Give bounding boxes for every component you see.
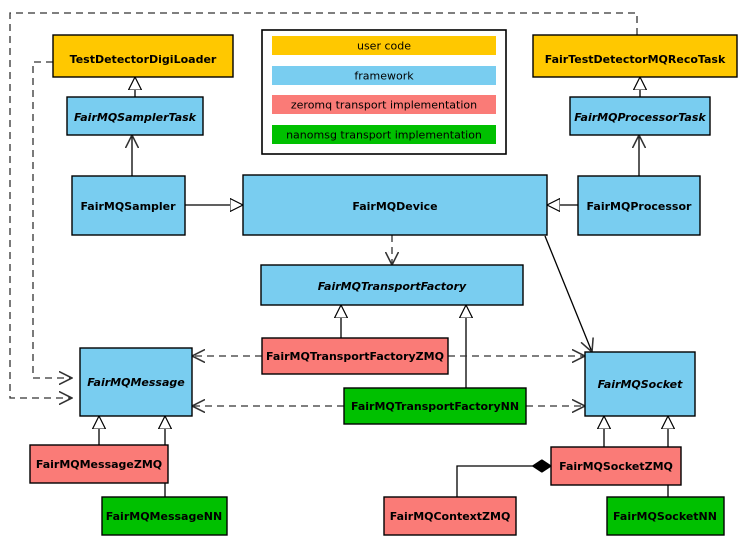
edge-digiloader-to-message (32, 61, 72, 378)
node-testdetectordigiloader[interactable]: TestDetectorDigiLoader (52, 34, 234, 78)
node-label: FairMQSampler (80, 200, 176, 213)
node-fairmqsocketnn[interactable]: FairMQSocketNN (606, 496, 725, 536)
node-fairmqsocketzmq[interactable]: FairMQSocketZMQ (550, 446, 682, 486)
node-fairmqprocessortask[interactable]: FairMQProcessorTask (569, 96, 711, 136)
node-label: FairTestDetectorMQRecoTask (545, 53, 726, 66)
node-label: FairMQDevice (352, 200, 437, 213)
node-fairmqdevice[interactable]: FairMQDevice (242, 174, 548, 236)
node-fairmqprocessor[interactable]: FairMQProcessor (577, 175, 701, 236)
node-label: FairMQSocketNN (613, 510, 717, 523)
node-layer: TestDetectorDigiLoader FairTestDetectorM… (29, 34, 738, 536)
legend-item-label: zeromq transport implementation (291, 99, 477, 112)
node-label: FairMQContextZMQ (390, 510, 511, 523)
node-label: FairMQProcessorTask (574, 111, 706, 124)
legend-item-framework: framework (272, 66, 496, 85)
node-fairmqcontextzmq[interactable]: FairMQContextZMQ (383, 496, 517, 536)
node-fairmqmessagezmq[interactable]: FairMQMessageZMQ (29, 444, 169, 484)
node-label: FairMQSamplerTask (74, 111, 197, 124)
node-fairmqtransportfactorynn[interactable]: FairMQTransportFactoryNN (343, 387, 527, 425)
node-fairmqsocket[interactable]: FairMQSocket (584, 351, 696, 417)
node-fairmqsampler[interactable]: FairMQSampler (71, 175, 186, 236)
legend: user code framework zeromq transport imp… (261, 29, 507, 155)
node-label: FairMQSocket (598, 378, 684, 391)
node-label: FairMQTransportFactory (318, 280, 467, 293)
node-label: FairMQSocketZMQ (559, 460, 673, 473)
node-fairtestdetectormqrecotask[interactable]: FairTestDetectorMQRecoTask (532, 34, 738, 78)
node-label: FairMQTransportFactoryNN (351, 400, 519, 413)
node-fairmqtransportfactoryzmq[interactable]: FairMQTransportFactoryZMQ (261, 337, 449, 375)
node-label: FairMQMessage (87, 376, 185, 389)
node-fairmqmessagenn[interactable]: FairMQMessageNN (101, 496, 228, 536)
node-fairmqtransportfactory[interactable]: FairMQTransportFactory (260, 264, 524, 306)
legend-item-nanomsg: nanomsg transport implementation (272, 125, 496, 144)
legend-item-user-code: user code (272, 36, 496, 55)
legend-item-label: user code (357, 40, 411, 53)
legend-item-zeromq: zeromq transport implementation (272, 95, 496, 114)
node-label: TestDetectorDigiLoader (70, 53, 217, 66)
node-label: FairMQTransportFactoryZMQ (266, 350, 444, 363)
node-fairmqsamplertask[interactable]: FairMQSamplerTask (66, 96, 204, 136)
node-label: FairMQMessageZMQ (36, 458, 162, 471)
edge-socketzmq-composition-contextzmq (456, 466, 551, 497)
edge-device-to-socket (544, 235, 592, 352)
node-fairmqmessage[interactable]: FairMQMessage (79, 347, 193, 417)
edge-recotask-to-message (9, 12, 638, 398)
legend-item-label: nanomsg transport implementation (286, 129, 482, 142)
legend-item-label: framework (354, 70, 414, 83)
node-label: FairMQMessageNN (106, 510, 222, 523)
node-label: FairMQProcessor (587, 200, 692, 213)
